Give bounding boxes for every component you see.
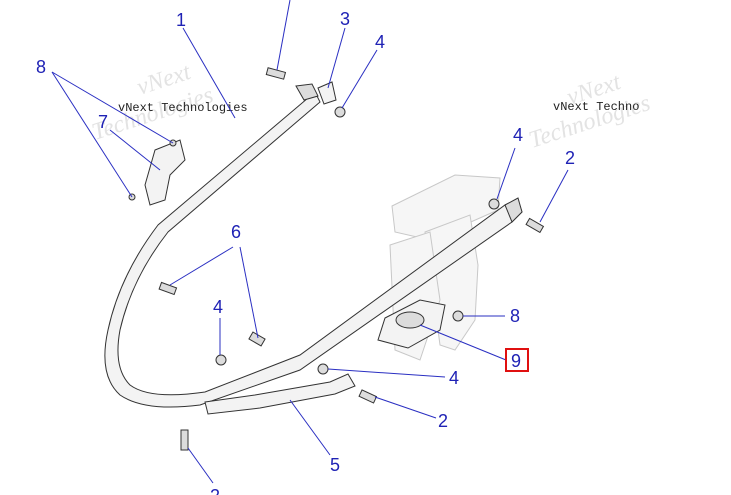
callout-8-left[interactable]: 8: [36, 57, 46, 77]
watermark-label-right: vNext Techno: [553, 100, 639, 114]
callouts: 1 3 4 8 7 4 2 6 4 8 9 4 2 5 2: [36, 9, 575, 495]
brace-part-5: [204, 373, 356, 415]
callout-3-top[interactable]: 3: [340, 9, 350, 29]
callout-4-right[interactable]: 4: [513, 125, 523, 145]
callout-5[interactable]: 5: [330, 455, 340, 475]
callout-8-right[interactable]: 8: [510, 306, 520, 326]
callout-2-partial[interactable]: 2: [210, 486, 220, 495]
mount-plate-part-9: [377, 299, 446, 349]
callout-1[interactable]: 1: [176, 10, 186, 30]
callout-2-bottom[interactable]: 2: [438, 411, 448, 431]
callout-6[interactable]: 6: [231, 222, 241, 242]
watermark-right: vNext Technologies vNext Techno: [526, 69, 654, 154]
leader-lines: [51, 0, 569, 484]
callout-4-bottom[interactable]: 4: [449, 368, 459, 388]
callout-4-top[interactable]: 4: [375, 32, 385, 52]
fasteners: [128, 67, 545, 451]
watermark-label-left: vNext Technologies: [118, 101, 248, 115]
callout-2-right[interactable]: 2: [565, 148, 575, 168]
callout-4-mid[interactable]: 4: [213, 297, 223, 317]
callout-7[interactable]: 7: [98, 112, 108, 132]
highlight-box-9: [505, 348, 529, 372]
front-bumper-bar: [104, 83, 523, 408]
callout-9[interactable]: 9: [511, 351, 521, 371]
bracket-part-7: [144, 139, 186, 206]
